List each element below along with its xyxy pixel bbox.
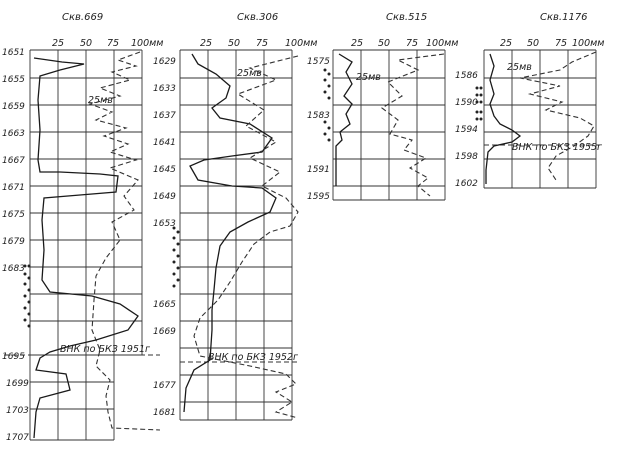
well-669-sp-curve xyxy=(88,51,161,431)
well-1176-perforation-dots xyxy=(475,86,483,121)
well-306-depth-1633: 1633 xyxy=(153,84,176,94)
well-515-perforation-dots xyxy=(323,68,331,142)
well-306-panel: Скв.306 25 50 75 100мм xyxy=(153,12,317,421)
well-1176-scale-25: 25 xyxy=(500,38,512,49)
well-1176-scale-50: 50 xyxy=(527,38,539,49)
well-1176-contact-label: ВНК по БКЗ 1955г xyxy=(512,142,603,153)
well-1176-grid xyxy=(483,49,597,189)
well-669-title: Скв.669 xyxy=(62,12,103,23)
well-515-scale-bar-label: 25мв xyxy=(356,72,381,83)
well-1176-depth-1602: 1602 xyxy=(455,179,478,189)
well-515-scale: 25 50 75 100мм xyxy=(351,38,458,49)
well-306-depth-1681: 1681 xyxy=(153,408,176,418)
well-669-depth-1663: 1663 xyxy=(2,129,25,139)
well-306-scale: 25 50 75 100мм xyxy=(200,38,317,49)
well-669-resistivity-curve xyxy=(33,57,139,439)
well-1176-depth-labels: 1586 1590 1594 1598 1602 xyxy=(455,71,478,189)
well-1176-title: Скв.1176 xyxy=(540,12,588,23)
well-669-depth-1683: 1683 xyxy=(2,264,25,274)
well-669-depth-labels: 1651 1655 1659 1663 1667 1671 1675 1679 … xyxy=(2,48,29,443)
well-515-title: Скв.515 xyxy=(386,12,427,23)
well-306-scale-100: 100мм xyxy=(285,38,317,49)
well-515-panel: Скв.515 25 50 75 100мм 1575 1583 1591 15… xyxy=(307,12,458,202)
well-306-resistivity-curve xyxy=(183,53,277,413)
well-306-depth-1637: 1637 xyxy=(153,111,176,121)
well-515-resistivity-curve xyxy=(335,53,353,186)
well-306-depth-1665: 1665 xyxy=(153,300,176,310)
well-669-depth-1707: 1707 xyxy=(6,433,29,443)
well-1176-depth-1594: 1594 xyxy=(455,125,478,135)
well-306-depth-1649: 1649 xyxy=(153,192,176,202)
well-515-scale-25: 25 xyxy=(351,38,363,49)
well-1176-scale-bar-label: 25мв xyxy=(507,62,532,73)
well-515-depth-1583: 1583 xyxy=(307,111,330,121)
well-669-depth-1671: 1671 xyxy=(2,183,25,193)
well-515-depth-1591: 1591 xyxy=(307,165,330,175)
well-669-depth-1655: 1655 xyxy=(2,75,25,85)
well-306-title: Скв.306 xyxy=(237,12,278,23)
well-1176-scale-100: 100мм xyxy=(572,38,604,49)
well-515-sp-curve xyxy=(381,53,445,197)
well-669-depth-1699: 1699 xyxy=(6,379,29,389)
well-306-perforation-dots xyxy=(172,226,180,288)
well-669-depth-1667: 1667 xyxy=(2,156,25,166)
well-669-panel: Скв.669 25 50 75 100мм xyxy=(2,12,163,443)
well-669-scale: 25 50 75 100мм xyxy=(52,38,163,49)
well-515-depth-1575: 1575 xyxy=(307,57,330,67)
well-306-scale-50: 50 xyxy=(228,38,240,49)
well-1176-scale: 25 50 75 100мм xyxy=(500,38,604,49)
well-306-depth-1629: 1629 xyxy=(153,57,176,67)
well-669-scale-bar-label: 25мв xyxy=(88,95,113,106)
well-669-perforation-dots xyxy=(23,264,31,328)
well-669-depth-1695: 1695 xyxy=(2,352,25,362)
well-1176-resistivity-curve xyxy=(485,53,522,184)
well-515-depth-labels: 1575 1583 1591 1595 xyxy=(307,57,330,202)
well-669-depth-1679: 1679 xyxy=(2,237,25,247)
well-1176-depth-1598: 1598 xyxy=(455,152,478,162)
well-515-scale-75: 75 xyxy=(406,38,418,49)
well-306-depth-1653: 1653 xyxy=(153,219,176,229)
well-306-scale-75: 75 xyxy=(256,38,268,49)
well-669-depth-1675: 1675 xyxy=(2,210,25,220)
well-515-depth-1595: 1595 xyxy=(307,192,330,202)
well-306-sp-curve xyxy=(193,55,299,419)
well-1176-sp-curve xyxy=(519,51,597,181)
well-669-depth-1651: 1651 xyxy=(2,48,25,58)
well-1176-depth-1586: 1586 xyxy=(455,71,478,81)
well-669-depth-1703: 1703 xyxy=(6,406,29,416)
well-669-scale-75: 75 xyxy=(107,38,119,49)
well-306-depth-1641: 1641 xyxy=(153,138,176,148)
well-306-grid xyxy=(179,49,293,421)
well-1176-panel: Скв.1176 25 50 75 100мм ВНК по БКЗ 1955г… xyxy=(455,12,604,189)
well-1176-scale-75: 75 xyxy=(555,38,567,49)
well-306-scale-bar-label: 25мв xyxy=(237,68,262,79)
well-669-scale-100: 100мм xyxy=(131,38,163,49)
well-515-scale-100: 100мм xyxy=(426,38,458,49)
well-669-scale-25: 25 xyxy=(52,38,64,49)
well-306-scale-25: 25 xyxy=(200,38,212,49)
well-515-grid xyxy=(332,49,446,201)
well-306-contact-label: ВНК по БКЗ 1952г xyxy=(208,352,299,363)
well-306-depth-labels: 1629 1633 1637 1641 1645 1649 1653 1665 … xyxy=(153,57,176,418)
well-515-scale-50: 50 xyxy=(378,38,390,49)
well-669-contact-label: ВНК по БКЗ 1951г xyxy=(60,344,151,355)
well-669-grid xyxy=(29,49,143,441)
well-669-scale-50: 50 xyxy=(80,38,92,49)
well-306-depth-1645: 1645 xyxy=(153,165,176,175)
well-1176-depth-1590: 1590 xyxy=(455,98,478,108)
well-669-depth-1659: 1659 xyxy=(2,102,25,112)
well-306-depth-1677: 1677 xyxy=(153,381,176,391)
well-306-depth-1669: 1669 xyxy=(153,327,176,337)
